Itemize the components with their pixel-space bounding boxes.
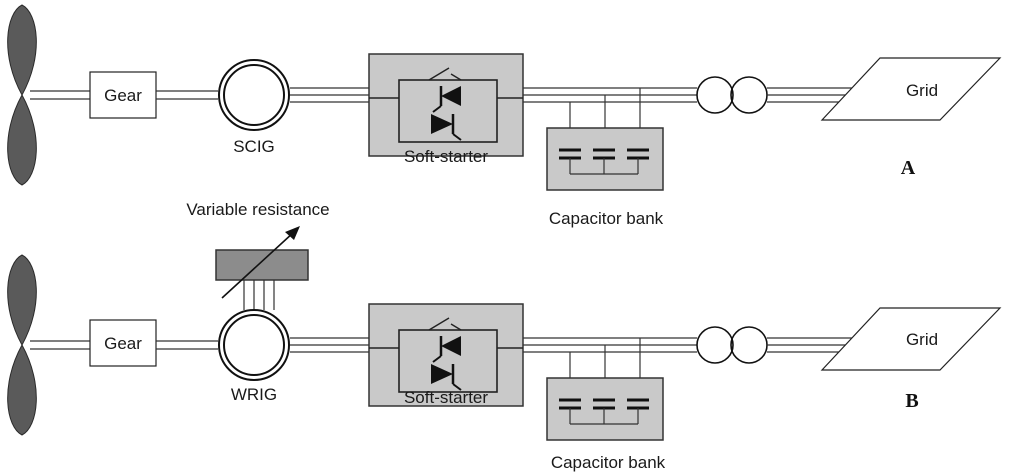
- gear-box: [89, 71, 157, 119]
- gear-label: Gear: [104, 86, 142, 105]
- variable-arrow-icon: [221, 226, 300, 299]
- diagram-tag-a: A: [901, 157, 916, 179]
- capacitor-bank-label: Capacitor bank: [549, 209, 664, 228]
- gear-box: [89, 319, 157, 367]
- capacitor-bank-label: Capacitor bank: [551, 453, 666, 472]
- grid-label: Grid: [906, 330, 938, 349]
- capacitor-bank-icon: [545, 376, 665, 442]
- system-b: Variable resistance Gear WRIG: [7, 200, 1002, 472]
- transformer-icon: [696, 326, 768, 364]
- rotor-blade-icon: [7, 254, 37, 436]
- grid-label: Grid: [906, 81, 938, 100]
- scig-generator-icon: [218, 59, 290, 131]
- soft-starter-icon: [367, 52, 525, 158]
- system-a: Gear SCIG Soft-starter: [7, 4, 1002, 228]
- rotor-blade-icon: [7, 4, 37, 186]
- transformer-icon: [696, 76, 768, 114]
- diagram-tag-b: B: [905, 390, 918, 412]
- variable-resistor-block: [215, 249, 309, 281]
- grid-shape: [820, 57, 1002, 121]
- soft-starter-label: Soft-starter: [404, 147, 488, 166]
- wrig-generator-icon: [218, 309, 290, 381]
- wrig-label: WRIG: [231, 385, 277, 404]
- scig-label: SCIG: [233, 137, 275, 156]
- capacitor-bank-icon: [545, 126, 665, 192]
- soft-starter-label: Soft-starter: [404, 388, 488, 407]
- grid-shape: [820, 307, 1002, 371]
- variable-resistance-label: Variable resistance: [186, 200, 329, 219]
- gear-label: Gear: [104, 334, 142, 353]
